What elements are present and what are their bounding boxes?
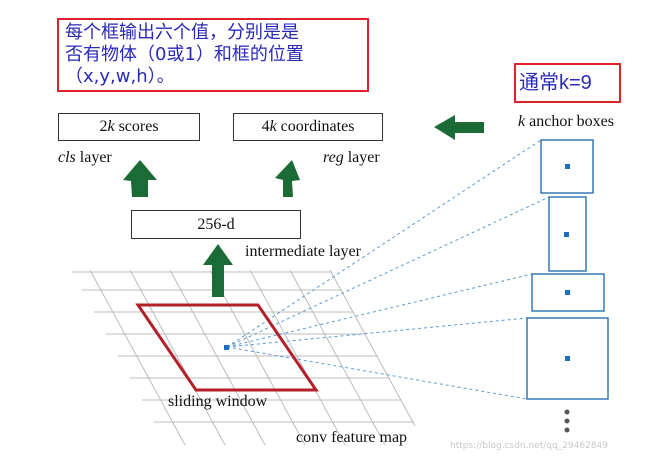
- annotation-line-3: （x,y,w,h）。: [65, 66, 175, 87]
- anchor-box-1: [540, 139, 594, 194]
- intermediate-layer-label: intermediate layer: [245, 243, 361, 260]
- coords-k: k: [269, 118, 277, 135]
- arrow-to-intermediate: [203, 244, 233, 297]
- anchor-box-2: [548, 196, 587, 272]
- arrows: [123, 115, 484, 297]
- watermark: https://blog.csdn.net/qq_29462849: [450, 441, 609, 451]
- anchor-center-dots: [564, 164, 570, 361]
- feature-map-label: conv feature map: [296, 429, 408, 446]
- projection-lines: [226, 139, 550, 400]
- arrow-to-cls: [123, 160, 157, 197]
- more-anchors-dots: [564, 409, 570, 433]
- anchor-boxes: [526, 139, 609, 400]
- coords-multiplier: 4: [261, 118, 270, 135]
- scores-box: 2k scores: [58, 113, 200, 141]
- cls-layer-label: cls layer: [58, 149, 112, 166]
- sliding-window: [135, 303, 319, 392]
- coordinates-box: 4k coordinates: [233, 113, 383, 141]
- coords-text: coordinates: [276, 118, 355, 135]
- scores-k: k: [107, 118, 115, 135]
- annotation-line-2: 否有物体（0或1）和框的位置: [65, 44, 304, 65]
- scores-text: scores: [114, 118, 159, 135]
- annotation-box-k: 通常k=9: [514, 63, 621, 103]
- arrow-from-anchors: [434, 115, 484, 140]
- arrow-to-reg: [275, 160, 300, 197]
- annotation-line-1: 每个框输出六个值，分别是是: [65, 22, 299, 43]
- scores-multiplier: 2: [99, 118, 108, 135]
- anchor-boxes-label: k anchor boxes: [518, 113, 614, 130]
- anchor-box-4: [526, 317, 609, 400]
- annotation-box-main: 每个框输出六个值，分别是是 否有物体（0或1）和框的位置 （x,y,w,h）。: [57, 18, 369, 92]
- sliding-window-label: sliding window: [168, 393, 268, 410]
- intermediate-box: 256-d: [131, 210, 301, 239]
- reg-layer-label: reg layer: [323, 149, 380, 166]
- anchor-box-3: [531, 273, 605, 312]
- feature-map-grid: [72, 269, 416, 446]
- window-center-dot: [224, 345, 229, 350]
